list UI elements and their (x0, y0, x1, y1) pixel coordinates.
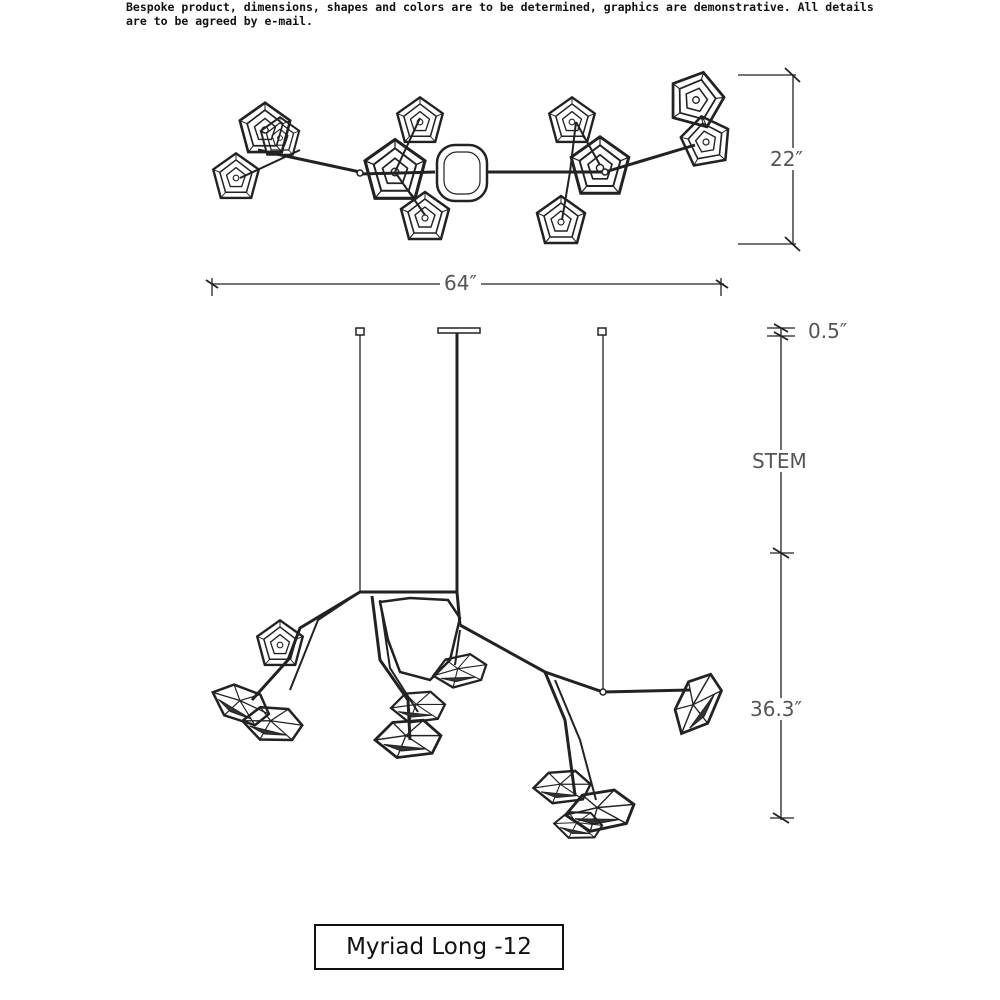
dimension-canopy: 0.5″ (804, 320, 852, 342)
side-view (250, 327, 691, 801)
top-view (212, 64, 735, 245)
dimension-stem: STEM (748, 450, 811, 472)
dimension-drop: 36.3″ (746, 698, 807, 720)
product-name: Myriad Long -12 (314, 924, 564, 970)
disclaimer-text: Bespoke product, dimensions, shapes and … (126, 0, 874, 28)
canopy-right (597, 327, 607, 336)
canopy-left (355, 327, 365, 336)
side-view-shades (204, 619, 732, 843)
canopy-center (437, 327, 481, 334)
dimension-width: 64″ (440, 272, 481, 294)
dimension-top-height: 22″ (766, 148, 807, 170)
dimension-lines (205, 67, 801, 824)
top-view-canopy (435, 143, 489, 203)
